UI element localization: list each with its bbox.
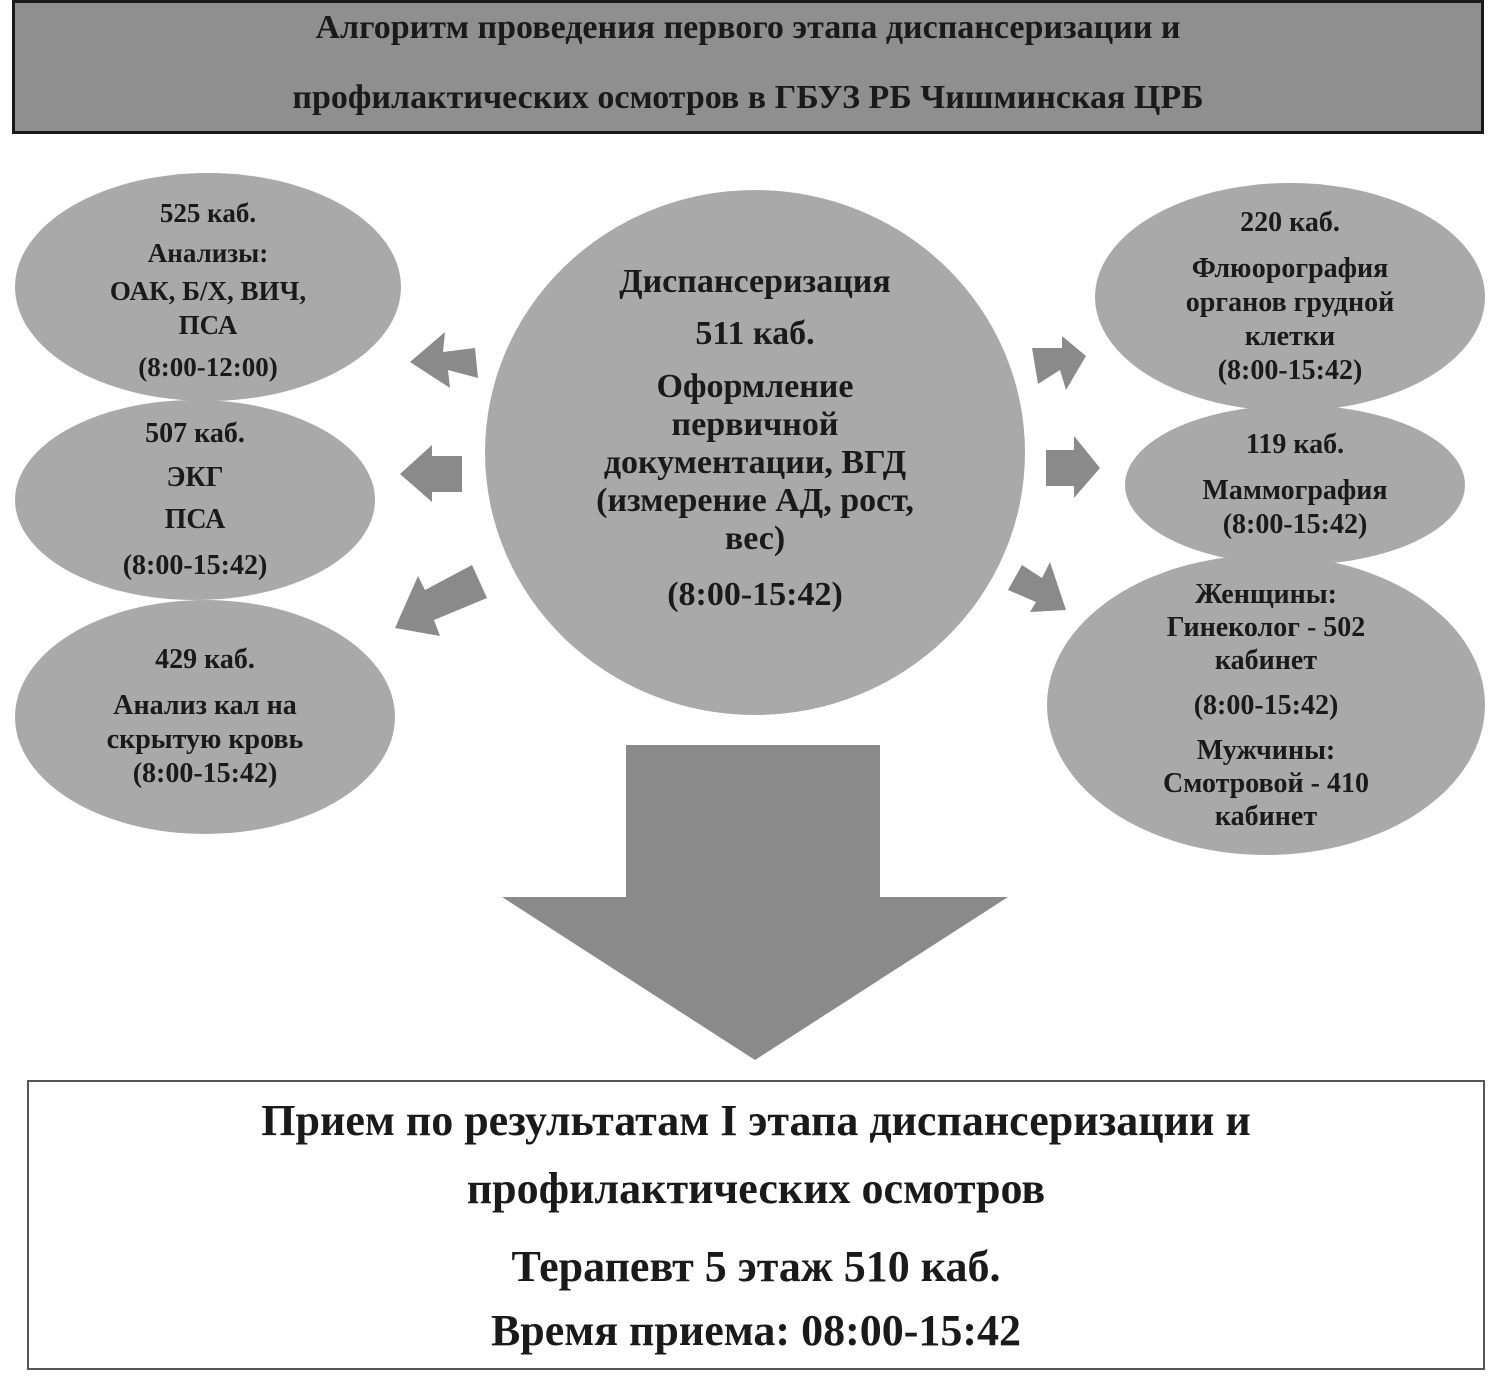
title-line-1: Алгоритм проведения первого этапа диспан… [315, 9, 1181, 46]
analyses-line1: ОАК, Б/Х, ВИЧ, [109, 276, 307, 306]
node-ecg-507: 507 каб. ЭКГ ПСА (8:00-15:42) [15, 400, 375, 600]
title-line-2: профилактических осмотров в ГБУЗ РБ Чишм… [292, 79, 1204, 116]
mammo-line1: Маммография [1202, 475, 1388, 506]
gyn-women: Женщины: [1195, 578, 1337, 610]
mammo-hours: (8:00-15:42) [1222, 509, 1368, 540]
node-stool-429: 429 каб. Анализ кал на скрытую кровь (8:… [15, 600, 395, 834]
arrow-to-results [502, 745, 1008, 1060]
fluoro-line2: органов грудной [1185, 287, 1395, 318]
stool-line2: скрытую кровь [106, 724, 304, 755]
center-desc-5: вес) [724, 520, 786, 557]
center-hours: (8:00-15:42) [667, 576, 843, 613]
diagram-title-box: Алгоритм проведения первого этапа диспан… [12, 0, 1484, 134]
center-desc-2: первичной [671, 406, 839, 443]
node-gyn-exam: Женщины: Гинеколог - 502 кабинет (8:00-1… [1047, 555, 1485, 855]
ecg-hours: (8:00-15:42) [122, 550, 268, 581]
analyses-title: Анализы: [147, 238, 269, 268]
result-line-1: Прием по результатам I этапа диспансериз… [261, 1096, 1251, 1145]
arrow-to-fluoro [1032, 336, 1086, 390]
center-desc-3: документации, ВГД [603, 444, 907, 481]
gyn-hours: (8:00-15:42) [1193, 689, 1339, 721]
center-desc-4: (измерение АД, рост, [596, 482, 914, 519]
gyn-women-2: кабинет [1214, 644, 1318, 676]
node-fluoro-220: 220 каб. Флюорография органов грудной кл… [1095, 183, 1485, 411]
arrow-to-ecg [400, 445, 462, 502]
analyses-room: 525 каб. [159, 198, 257, 228]
result-line-2: профилактических осмотров [466, 1164, 1046, 1213]
arrow-to-gyn [1008, 562, 1066, 612]
gyn-men-1: Смотровой - 410 [1163, 767, 1369, 799]
stool-line1: Анализ кал на [113, 690, 297, 721]
stool-room: 429 каб. [155, 644, 255, 675]
node-dispensary-511: Диспансеризация 511 каб. Оформление перв… [485, 190, 1025, 715]
fluoro-hours: (8:00-15:42) [1217, 355, 1363, 386]
analyses-line2: ПСА [178, 310, 238, 340]
center-desc-1: Оформление [656, 368, 854, 405]
ecg-line2: ПСА [164, 504, 226, 535]
mammo-room: 119 каб. [1245, 429, 1345, 460]
fluoro-room: 220 каб. [1240, 207, 1340, 238]
arrow-to-analyses [410, 332, 478, 388]
gyn-men-2: кабинет [1214, 800, 1318, 832]
analyses-hours: (8:00-12:00) [138, 352, 278, 382]
ecg-room: 507 каб. [145, 418, 245, 449]
gyn-men: Мужчины: [1196, 734, 1336, 766]
stool-hours: (8:00-15:42) [132, 758, 278, 789]
fluoro-line3: клетки [1244, 321, 1336, 352]
arrow-to-mammo [1046, 436, 1100, 498]
ecg-line1: ЭКГ [166, 462, 224, 493]
node-mammo-119: 119 каб. Маммография (8:00-15:42) [1125, 405, 1465, 565]
node-analyses-525: 525 каб. Анализы: ОАК, Б/Х, ВИЧ, ПСА (8:… [15, 173, 401, 401]
result-box: Прием по результатам I этапа диспансериз… [27, 1080, 1485, 1370]
result-line-4: Время приема: 08:00-15:42 [490, 1306, 1022, 1355]
gyn-women-1: Гинеколог - 502 [1166, 611, 1366, 643]
center-room: 511 каб. [695, 315, 815, 352]
fluoro-line1: Флюорография [1191, 253, 1389, 284]
result-line-3: Терапевт 5 этаж 510 каб. [511, 1242, 1001, 1291]
center-title: Диспансеризация [619, 263, 891, 300]
arrow-to-stool [395, 565, 487, 636]
